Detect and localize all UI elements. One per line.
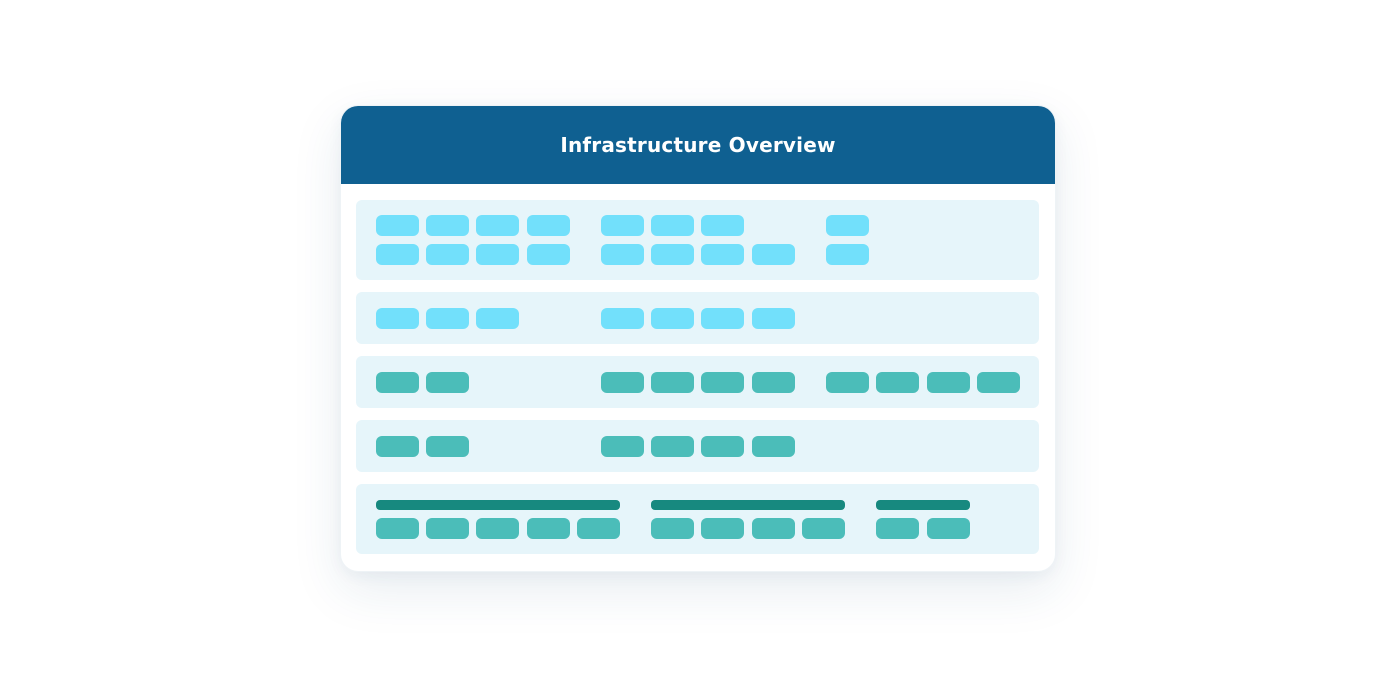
teal-node-block [527,518,570,539]
light-node-block [601,215,644,236]
light-node-block [376,215,419,236]
teal-node-block [651,372,694,393]
infrastructure-row-4 [356,420,1039,472]
teal-node-block [802,518,845,539]
light-node-block [376,308,419,329]
light-node-block [376,244,419,265]
infrastructure-row-2 [356,292,1039,344]
teal-node-block [651,518,694,539]
teal-node-block [927,372,970,393]
card-header: Infrastructure Overview [341,106,1055,184]
teal-node-block [601,436,644,457]
teal-node-block [426,436,469,457]
teal-node-block [927,518,970,539]
teal-node-block [876,372,919,393]
infrastructure-row-3 [356,356,1039,408]
light-node-block [426,215,469,236]
teal-node-block [601,372,644,393]
light-node-block [476,244,519,265]
teal-node-block [701,436,744,457]
teal-node-block [752,436,795,457]
teal-node-block [376,518,419,539]
teal-node-block [977,372,1020,393]
teal-node-block [476,518,519,539]
teal-node-block [701,372,744,393]
light-node-block [701,244,744,265]
light-node-block [601,308,644,329]
light-node-block [701,215,744,236]
light-node-block [701,308,744,329]
group-bar [376,500,620,510]
light-node-block [651,244,694,265]
light-node-block [426,308,469,329]
light-node-block [826,244,869,265]
teal-node-block [752,372,795,393]
light-node-block [752,308,795,329]
teal-node-block [426,372,469,393]
light-node-block [527,215,570,236]
light-node-block [601,244,644,265]
teal-node-block [701,518,744,539]
light-node-block [651,215,694,236]
teal-node-block [826,372,869,393]
infrastructure-row-1 [356,200,1039,280]
teal-node-block [651,436,694,457]
group-bar [651,500,845,510]
light-node-block [476,215,519,236]
light-node-block [476,308,519,329]
light-node-block [826,215,869,236]
teal-node-block [376,436,419,457]
teal-node-block [752,518,795,539]
light-node-block [651,308,694,329]
teal-node-block [577,518,620,539]
teal-node-block [876,518,919,539]
teal-node-block [376,372,419,393]
infrastructure-row-5 [356,484,1039,554]
light-node-block [527,244,570,265]
card-title: Infrastructure Overview [560,133,836,157]
teal-node-block [426,518,469,539]
infrastructure-card: Infrastructure Overview [340,105,1056,572]
group-bar [876,500,970,510]
light-node-block [426,244,469,265]
light-node-block [752,244,795,265]
